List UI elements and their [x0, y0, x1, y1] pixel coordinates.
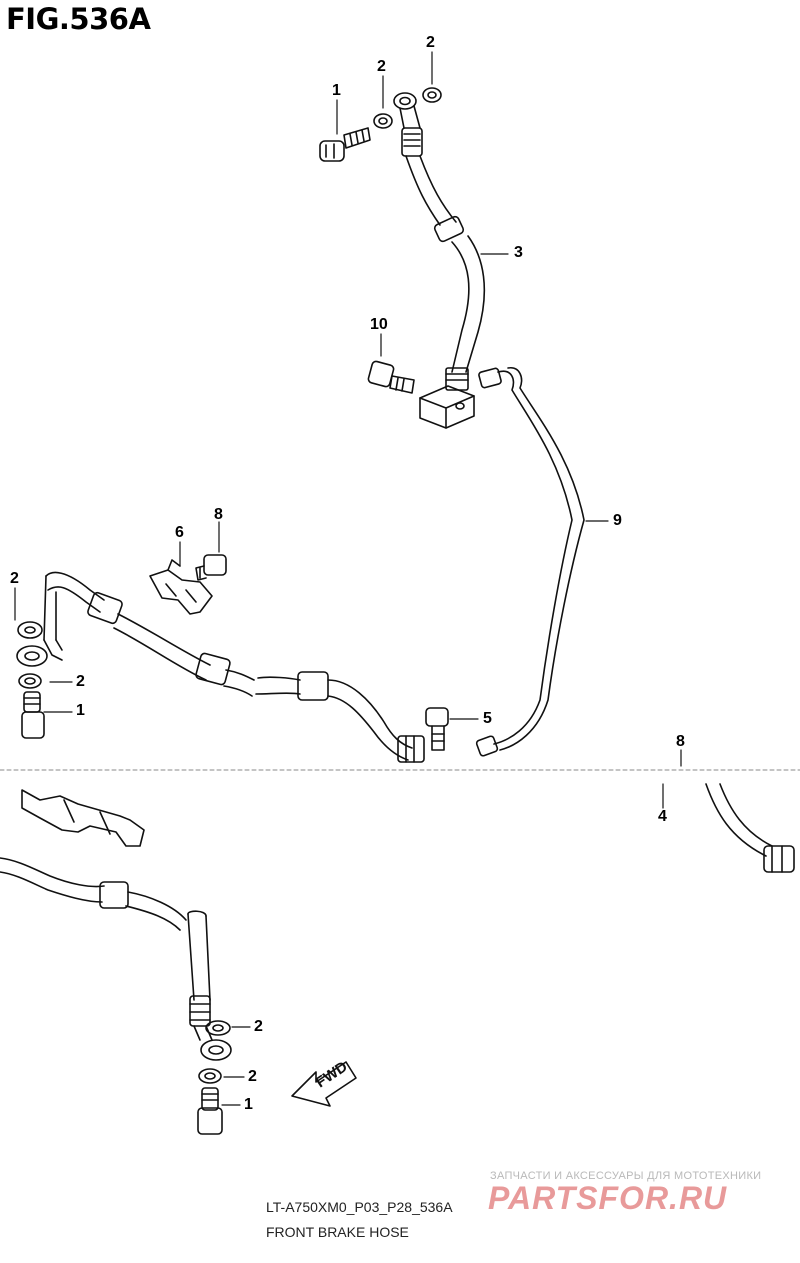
- callout-4: 4: [658, 808, 667, 825]
- banjo-bolt-top: [319, 127, 371, 162]
- callout-3: 3: [514, 244, 523, 261]
- callout-2-top-b: 2: [426, 34, 435, 51]
- banjo-left-lower: [197, 1020, 232, 1135]
- bolt-5: [425, 707, 449, 751]
- callout-2-top-a: 2: [377, 58, 386, 75]
- callout-1-left: 1: [76, 702, 85, 719]
- callout-1-lower: 1: [244, 1096, 253, 1113]
- bolt-8-upper: [195, 554, 227, 581]
- callout-8-upper: 8: [214, 506, 223, 523]
- callout-2-left-b: 2: [76, 673, 85, 690]
- washer-top-a: [373, 113, 393, 129]
- callout-5: 5: [483, 710, 492, 727]
- watermark-tagline: ЗАПЧАСТИ И АКСЕССУАРЫ ДЛЯ МОТОТЕХНИКИ: [490, 1170, 762, 1182]
- drawing-name: FRONT BRAKE HOSE: [266, 1224, 409, 1240]
- callout-2-lower-b: 2: [248, 1068, 257, 1085]
- callout-9: 9: [613, 512, 622, 529]
- watermark-logo: PARTSFOR.RU: [488, 1180, 728, 1216]
- fwd-arrow: [291, 1061, 357, 1107]
- clamp-6: [149, 559, 213, 615]
- left-brake-hose-upper: [43, 571, 425, 763]
- callout-2-left-a: 2: [10, 570, 19, 587]
- bolt-10: [367, 360, 415, 394]
- callout-8-right: 8: [676, 733, 685, 750]
- leader-lines: [14, 51, 682, 1106]
- figure-title: FIG.536A: [6, 2, 151, 36]
- callout-1-top: 1: [332, 82, 341, 99]
- banjo-left-upper: [16, 621, 48, 739]
- washer-top-b: [422, 87, 442, 103]
- right-hose-end: [705, 783, 795, 873]
- callout-6: 6: [175, 524, 184, 541]
- upper-brake-hose: [393, 92, 486, 429]
- left-brake-hose-lower: [0, 789, 213, 1041]
- brake-pipe: [475, 367, 585, 757]
- drawing-code: LT-A750XM0_P03_P28_536A: [266, 1199, 453, 1215]
- callout-2-lower-a: 2: [254, 1018, 263, 1035]
- callout-10: 10: [370, 316, 388, 333]
